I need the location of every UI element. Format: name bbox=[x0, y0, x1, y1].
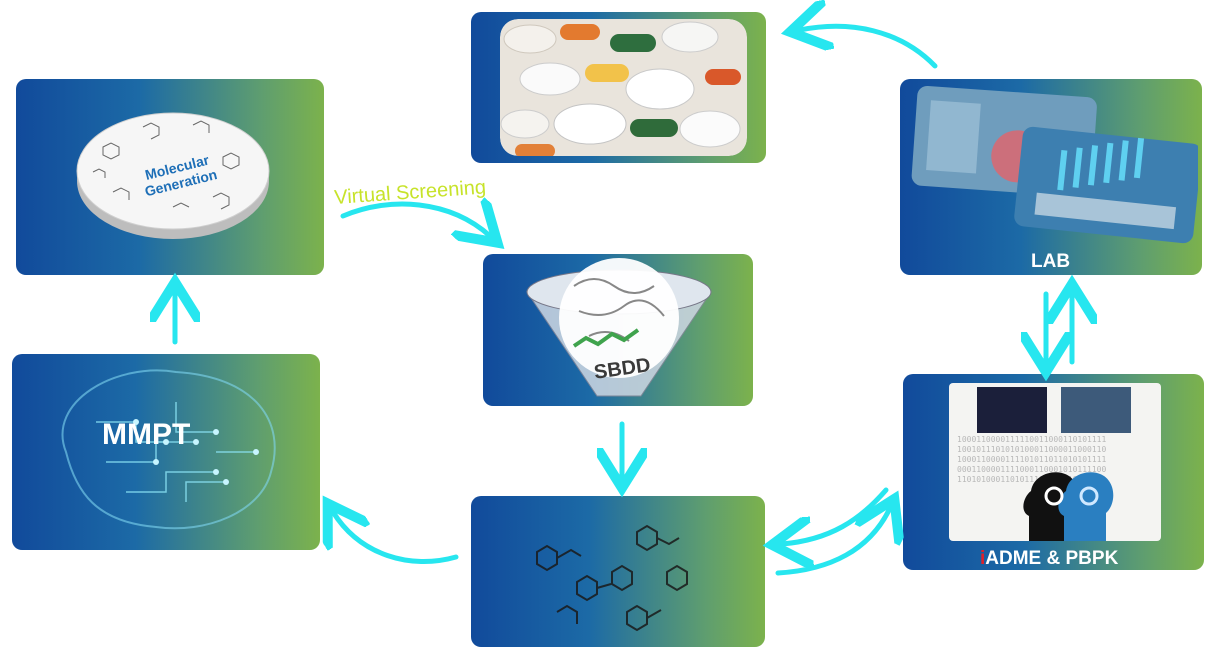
molecule-disc bbox=[76, 112, 270, 239]
sbdd-panel: SBDD bbox=[483, 254, 753, 406]
adme-label-prefix: i bbox=[980, 548, 986, 569]
screen-thumb-right bbox=[1061, 387, 1131, 433]
lab-image bbox=[911, 85, 1198, 244]
binary-row: 1000110000111101011011010101111 bbox=[957, 455, 1107, 464]
binary-row: 0001100001111000110001010111100 bbox=[957, 465, 1107, 474]
ai-head-icon bbox=[1023, 472, 1114, 541]
arrow-lab-to-pills bbox=[800, 26, 938, 69]
mmpt-label: MMPT bbox=[102, 418, 191, 451]
molecular-generation-panel: Molecular Generation bbox=[16, 79, 324, 275]
pills-panel bbox=[471, 12, 766, 163]
binary-text: 1000110000111110011000110101111 10010111… bbox=[957, 435, 1106, 485]
arrow-molecules-to-adme bbox=[775, 508, 890, 576]
adme-image: 1000110000111110011000110101111 10010111… bbox=[949, 383, 1161, 541]
molecules-panel bbox=[471, 496, 765, 647]
lab-panel: LAB bbox=[900, 79, 1202, 275]
binary-row: 1001011101010100011000011000110 bbox=[957, 445, 1107, 454]
arrow-virtual-screening bbox=[340, 204, 490, 236]
binary-row: 1101010001101011100010110000111 bbox=[957, 475, 1107, 484]
binary-row: 1000110000111110011000110101111 bbox=[957, 435, 1107, 444]
brain-circuit bbox=[61, 369, 276, 530]
mmpt-panel: MMPT bbox=[12, 354, 320, 550]
arrow-molecules-to-mmpt bbox=[333, 512, 459, 565]
molecule-cluster bbox=[536, 524, 688, 632]
pills-image bbox=[500, 19, 747, 156]
screen-thumb-left bbox=[977, 387, 1047, 433]
adme-label-text: ADME & PBPK bbox=[985, 548, 1119, 569]
adme-pbpk-panel: 1000110000111110011000110101111 10010111… bbox=[903, 374, 1204, 570]
sbdd-funnel bbox=[526, 258, 712, 397]
lab-label: LAB bbox=[1031, 251, 1071, 272]
adme-label: iADME & PBPK bbox=[980, 548, 1118, 570]
